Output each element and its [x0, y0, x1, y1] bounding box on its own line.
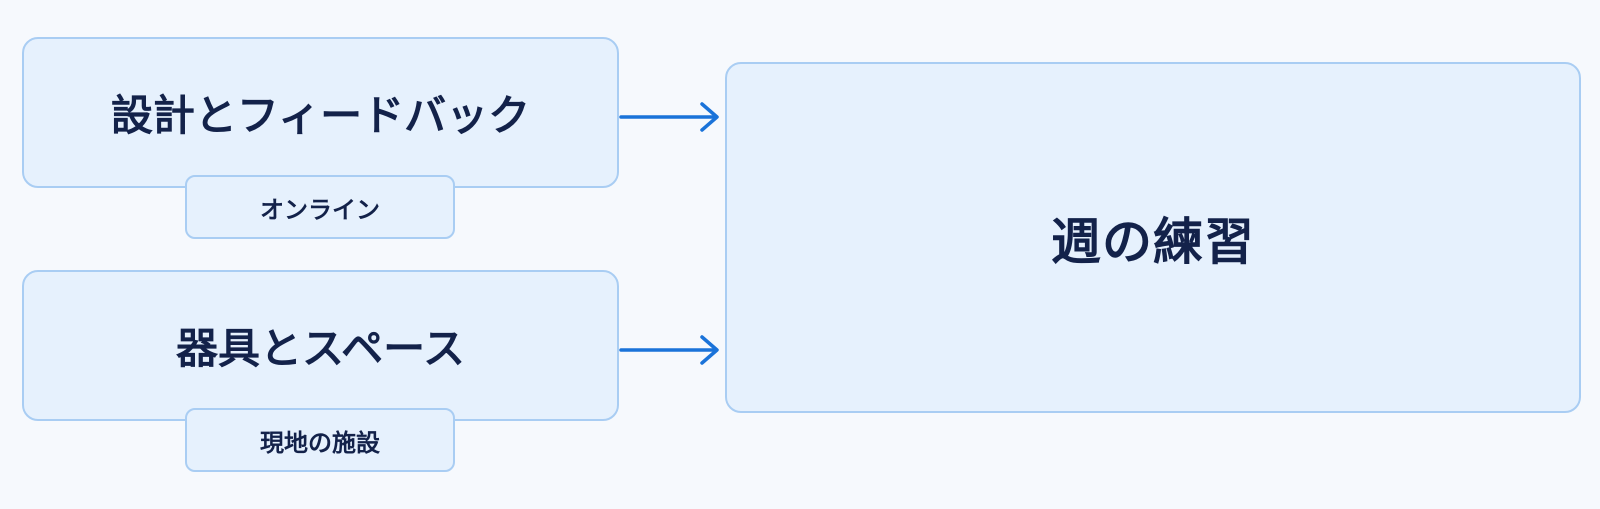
design-feedback-label: 設計とフィードバック [110, 91, 531, 140]
local-facility-tag-label: 現地の施設 [260, 428, 380, 457]
equipment-space-box: 器具とスペース [22, 270, 619, 421]
online-tag: オンライン [185, 175, 455, 239]
weekly-practice-label: 週の練習 [1051, 212, 1255, 271]
online-tag-label: オンライン [260, 195, 380, 224]
local-facility-tag: 現地の施設 [185, 408, 455, 472]
equipment-space-label: 器具とスペース [176, 324, 465, 373]
arrow-equipment-to-practice [619, 335, 719, 365]
arrow-design-to-practice [619, 102, 719, 132]
design-feedback-box: 設計とフィードバック [22, 37, 619, 188]
weekly-practice-box: 週の練習 [725, 62, 1581, 413]
